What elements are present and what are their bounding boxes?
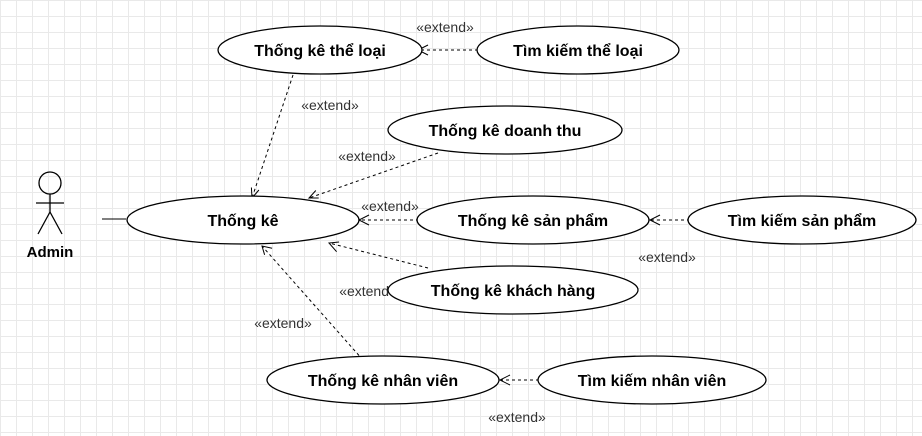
extend-label: «extend» (416, 19, 474, 35)
extend-tim-kiem-san-pham-to-san-pham: «extend» (638, 214, 696, 265)
use-case-tim-kiem-the-loai[interactable]: Tìm kiếm thể loại (476, 25, 680, 75)
extend-the-loai-to-thong-ke: «extend» (250, 74, 359, 200)
extend-label: «extend» (361, 198, 419, 214)
use-case-thong-ke-the-loai[interactable]: Thống kê thể loại (217, 25, 423, 75)
use-case-label: Thống kê doanh thu (429, 123, 582, 140)
extend-label: «extend» (488, 409, 546, 425)
use-case-thong-ke-san-pham[interactable]: Thống kê sản phẩm (416, 195, 650, 245)
use-case-tim-kiem-san-pham[interactable]: Tìm kiếm sản phẩm (687, 195, 917, 245)
use-case-label: Thống kê khách hàng (431, 283, 595, 300)
extend-label: «extend» (254, 315, 312, 331)
use-case-thong-ke[interactable]: Thống kê (126, 195, 360, 245)
use-case-ellipse (476, 25, 680, 75)
use-case-label: Tìm kiếm nhân viên (578, 373, 726, 390)
use-case-thong-ke-nhan-vien[interactable]: Thống kê nhân viên (266, 355, 500, 405)
extend-label: «extend» (338, 148, 396, 164)
use-case-label: Thống kê sản phẩm (458, 212, 608, 230)
extend-san-pham-to-thong-ke: «extend» (357, 198, 419, 226)
actor-label: Admin (27, 244, 74, 261)
use-case-label: Thống kê thể loại (254, 42, 386, 60)
use-case-label: Thống kê nhân viên (308, 373, 458, 390)
use-case-ellipse (126, 195, 360, 245)
use-case-ellipse (217, 25, 423, 75)
actor-left-leg (37, 211, 51, 235)
extend-doanh-thu-to-thong-ke: «extend» (307, 148, 439, 199)
use-case-label: Thống kê (207, 213, 278, 230)
use-case-ellipse (266, 355, 500, 405)
actor-admin[interactable]: Admin (27, 171, 74, 261)
extend-label: «extend» (339, 283, 397, 299)
extend-tim-kiem-nhan-vien-to-nhan-vien: «extend» (488, 374, 546, 425)
extend-khach-hang-to-thong-ke: «extend» (327, 241, 429, 299)
extend-nhan-vien-to-thong-ke: «extend» (254, 245, 364, 361)
use-case-ellipse (687, 195, 917, 245)
use-case-ellipse (387, 265, 639, 315)
extend-label: «extend» (638, 249, 696, 265)
use-case-ellipse (416, 195, 650, 245)
actor-head (38, 171, 62, 195)
use-case-label: Tìm kiếm sản phẩm (728, 212, 877, 230)
use-case-label: Tìm kiếm thể loại (513, 42, 643, 60)
actor-right-leg (49, 211, 63, 235)
extend-label: «extend» (301, 97, 359, 113)
use-case-tim-kiem-nhan-vien[interactable]: Tìm kiếm nhân viên (537, 355, 767, 405)
use-case-thong-ke-khach-hang[interactable]: Thống kê khách hàng (387, 265, 639, 315)
extend-tim-kiem-the-loai-to-the-loai: «extend» (416, 19, 478, 56)
use-case-ellipse (387, 105, 623, 155)
use-case-thong-ke-doanh-thu[interactable]: Thống kê doanh thu (387, 105, 623, 155)
use-case-ellipse (537, 355, 767, 405)
